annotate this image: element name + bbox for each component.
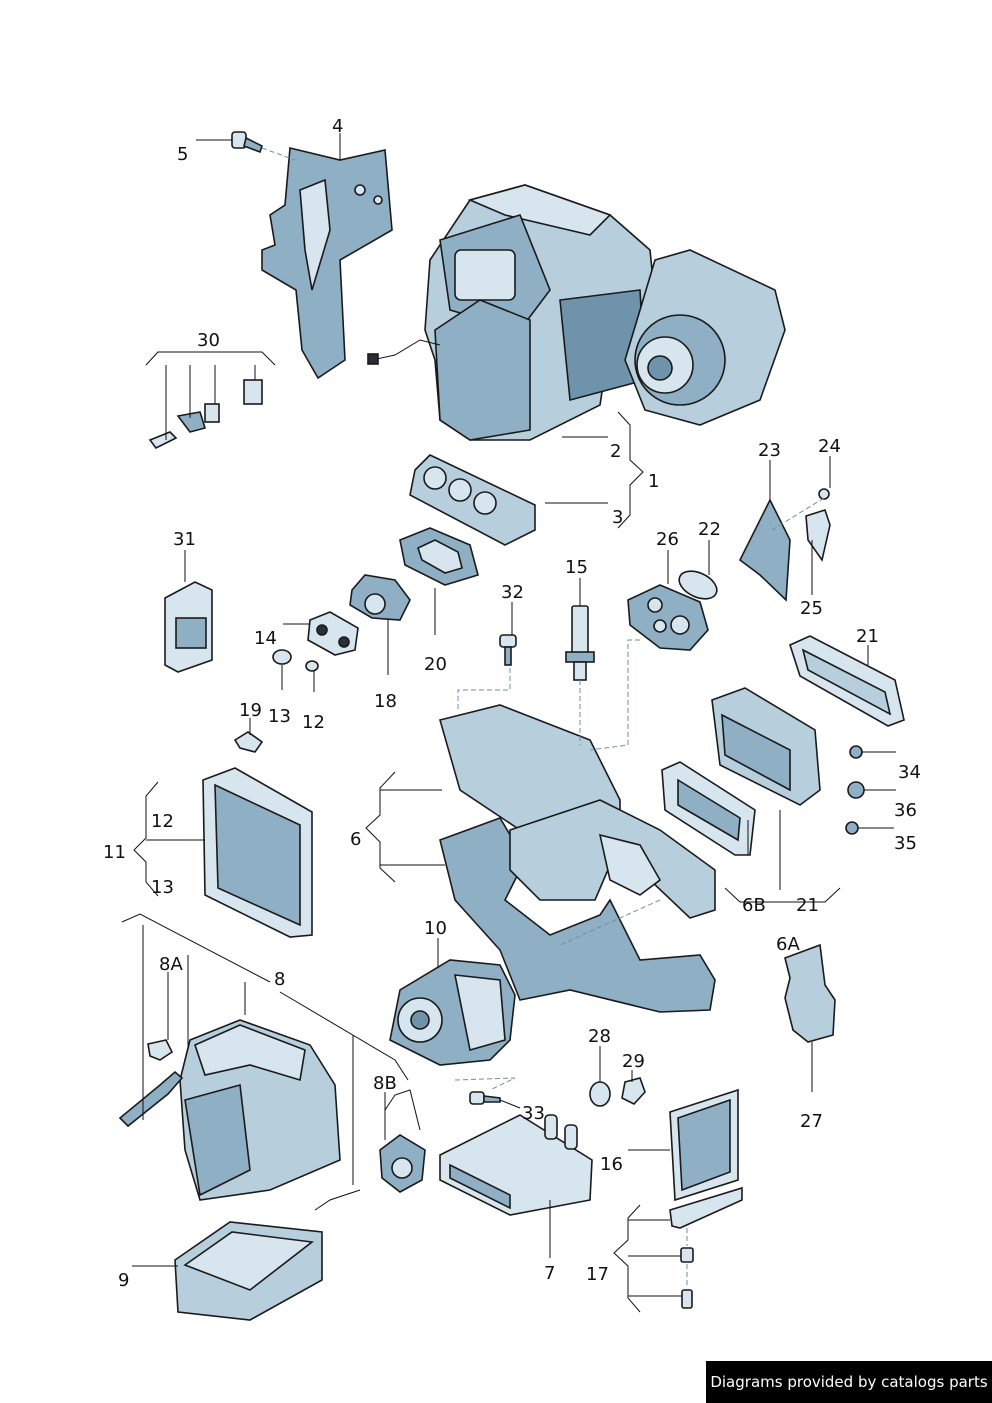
- dash-32-to-6: [457, 668, 511, 712]
- dash-6-10: [559, 899, 661, 946]
- leader-lines: [121, 133, 896, 1313]
- part-29-elbow: [621, 1077, 646, 1105]
- callout-20: 20: [424, 654, 447, 675]
- part-16-filter: [669, 1088, 739, 1202]
- part-23-plate: [738, 498, 791, 602]
- callout-27: 27: [800, 1111, 823, 1132]
- part-8-assembly: [179, 1019, 341, 1201]
- part-26-gasket: [627, 584, 709, 651]
- callout-30: 30: [197, 330, 220, 351]
- part-8a-sensor: [118, 1039, 184, 1128]
- part-17-nut: [680, 1247, 694, 1263]
- callout-13-oring: 13: [268, 706, 291, 727]
- callout-8a: 8A: [159, 954, 183, 975]
- part-28-bushing: [589, 1081, 611, 1107]
- part-21-frame-seal: [789, 635, 905, 727]
- callout-28: 28: [588, 1026, 611, 1047]
- callout-2: 2: [610, 441, 621, 462]
- part-31-packet: [164, 581, 213, 673]
- callout-25: 25: [800, 598, 823, 619]
- part-6-housing: [439, 704, 716, 1013]
- part-9-tray: [174, 1221, 323, 1321]
- callout-4: 4: [332, 116, 343, 137]
- part-15-sensor: [565, 605, 595, 681]
- callout-26: 26: [656, 529, 679, 550]
- dash-26-to-6: [589, 639, 640, 751]
- part-34-screw: [849, 745, 863, 759]
- part-24-cap: [818, 488, 830, 500]
- part-4-bracket: [261, 147, 393, 380]
- callout-13-evap: 13: [151, 877, 174, 898]
- part-13-o-ring: [272, 649, 292, 665]
- part-5-screw: [231, 131, 263, 154]
- callout-33: 33: [522, 1103, 545, 1124]
- part-7-heater-core: [439, 1114, 593, 1216]
- callout-22: 22: [698, 519, 721, 540]
- callout-32: 32: [501, 582, 524, 603]
- dash-screw-5: [261, 147, 296, 161]
- part-14-expansion-valve: [307, 611, 359, 656]
- part-8b-actuator: [314, 1089, 426, 1211]
- credit-banner: Diagrams provided by catalogs parts: [706, 1361, 992, 1403]
- callout-14: 14: [254, 628, 277, 649]
- callout-21-duct: 21: [796, 895, 819, 916]
- callout-19: 19: [239, 700, 262, 721]
- part-2-heater-housing: [424, 184, 656, 441]
- callout-3: 3: [612, 507, 623, 528]
- callout-8b: 8B: [373, 1073, 397, 1094]
- part-20-seal: [399, 527, 479, 586]
- part-18-actuator: [349, 574, 411, 621]
- part-12-o-ring: [305, 660, 319, 672]
- dash-33: [454, 1077, 516, 1091]
- wire-connector: [367, 353, 379, 365]
- part-17-clip: [669, 1186, 743, 1229]
- dash-24-25: [771, 497, 825, 531]
- callout-6a: 6A: [776, 934, 800, 955]
- part-1-blower-housing: [624, 249, 786, 426]
- callout-12-oring: 12: [302, 712, 325, 733]
- callout-34: 34: [898, 762, 921, 783]
- part-19-clip: [233, 731, 264, 753]
- part-32-screw: [499, 634, 517, 666]
- callout-7: 7: [544, 1263, 555, 1284]
- part-3-control-panel: [409, 454, 536, 546]
- callout-24: 24: [818, 436, 841, 457]
- callout-16: 16: [600, 1154, 623, 1175]
- part-21-duct: [711, 687, 821, 806]
- part-25-grommet: [805, 509, 831, 562]
- callout-8: 8: [274, 969, 285, 990]
- callout-9: 9: [118, 1270, 129, 1291]
- part-17-screw: [681, 1289, 693, 1309]
- wire-harness: [371, 339, 441, 361]
- callout-15: 15: [565, 557, 588, 578]
- part-33-screw: [469, 1091, 501, 1105]
- part-11-evaporator: [202, 767, 313, 938]
- callout-5: 5: [177, 144, 188, 165]
- part-6a-cover: [784, 943, 836, 1043]
- part-22-seal-ring: [678, 570, 718, 600]
- callout-6: 6: [350, 829, 361, 850]
- callout-31: 31: [173, 529, 196, 550]
- callout-6b: 6B: [742, 895, 766, 916]
- callout-11: 11: [103, 842, 126, 863]
- callout-17: 17: [586, 1264, 609, 1285]
- callout-12-evap: 12: [151, 811, 174, 832]
- part-10-blower-motor: [389, 959, 516, 1066]
- callout-29: 29: [622, 1051, 645, 1072]
- callout-18: 18: [374, 691, 397, 712]
- callout-23: 23: [758, 440, 781, 461]
- callout-10: 10: [424, 918, 447, 939]
- callout-35: 35: [894, 833, 917, 854]
- part-30-clips: [148, 379, 263, 450]
- callout-21-frame: 21: [856, 626, 879, 647]
- part-6b-filter-frame: [661, 761, 756, 856]
- part-36-screw: [847, 781, 865, 799]
- callout-36: 36: [894, 800, 917, 821]
- callout-1: 1: [648, 471, 659, 492]
- part-35-screw: [845, 821, 859, 835]
